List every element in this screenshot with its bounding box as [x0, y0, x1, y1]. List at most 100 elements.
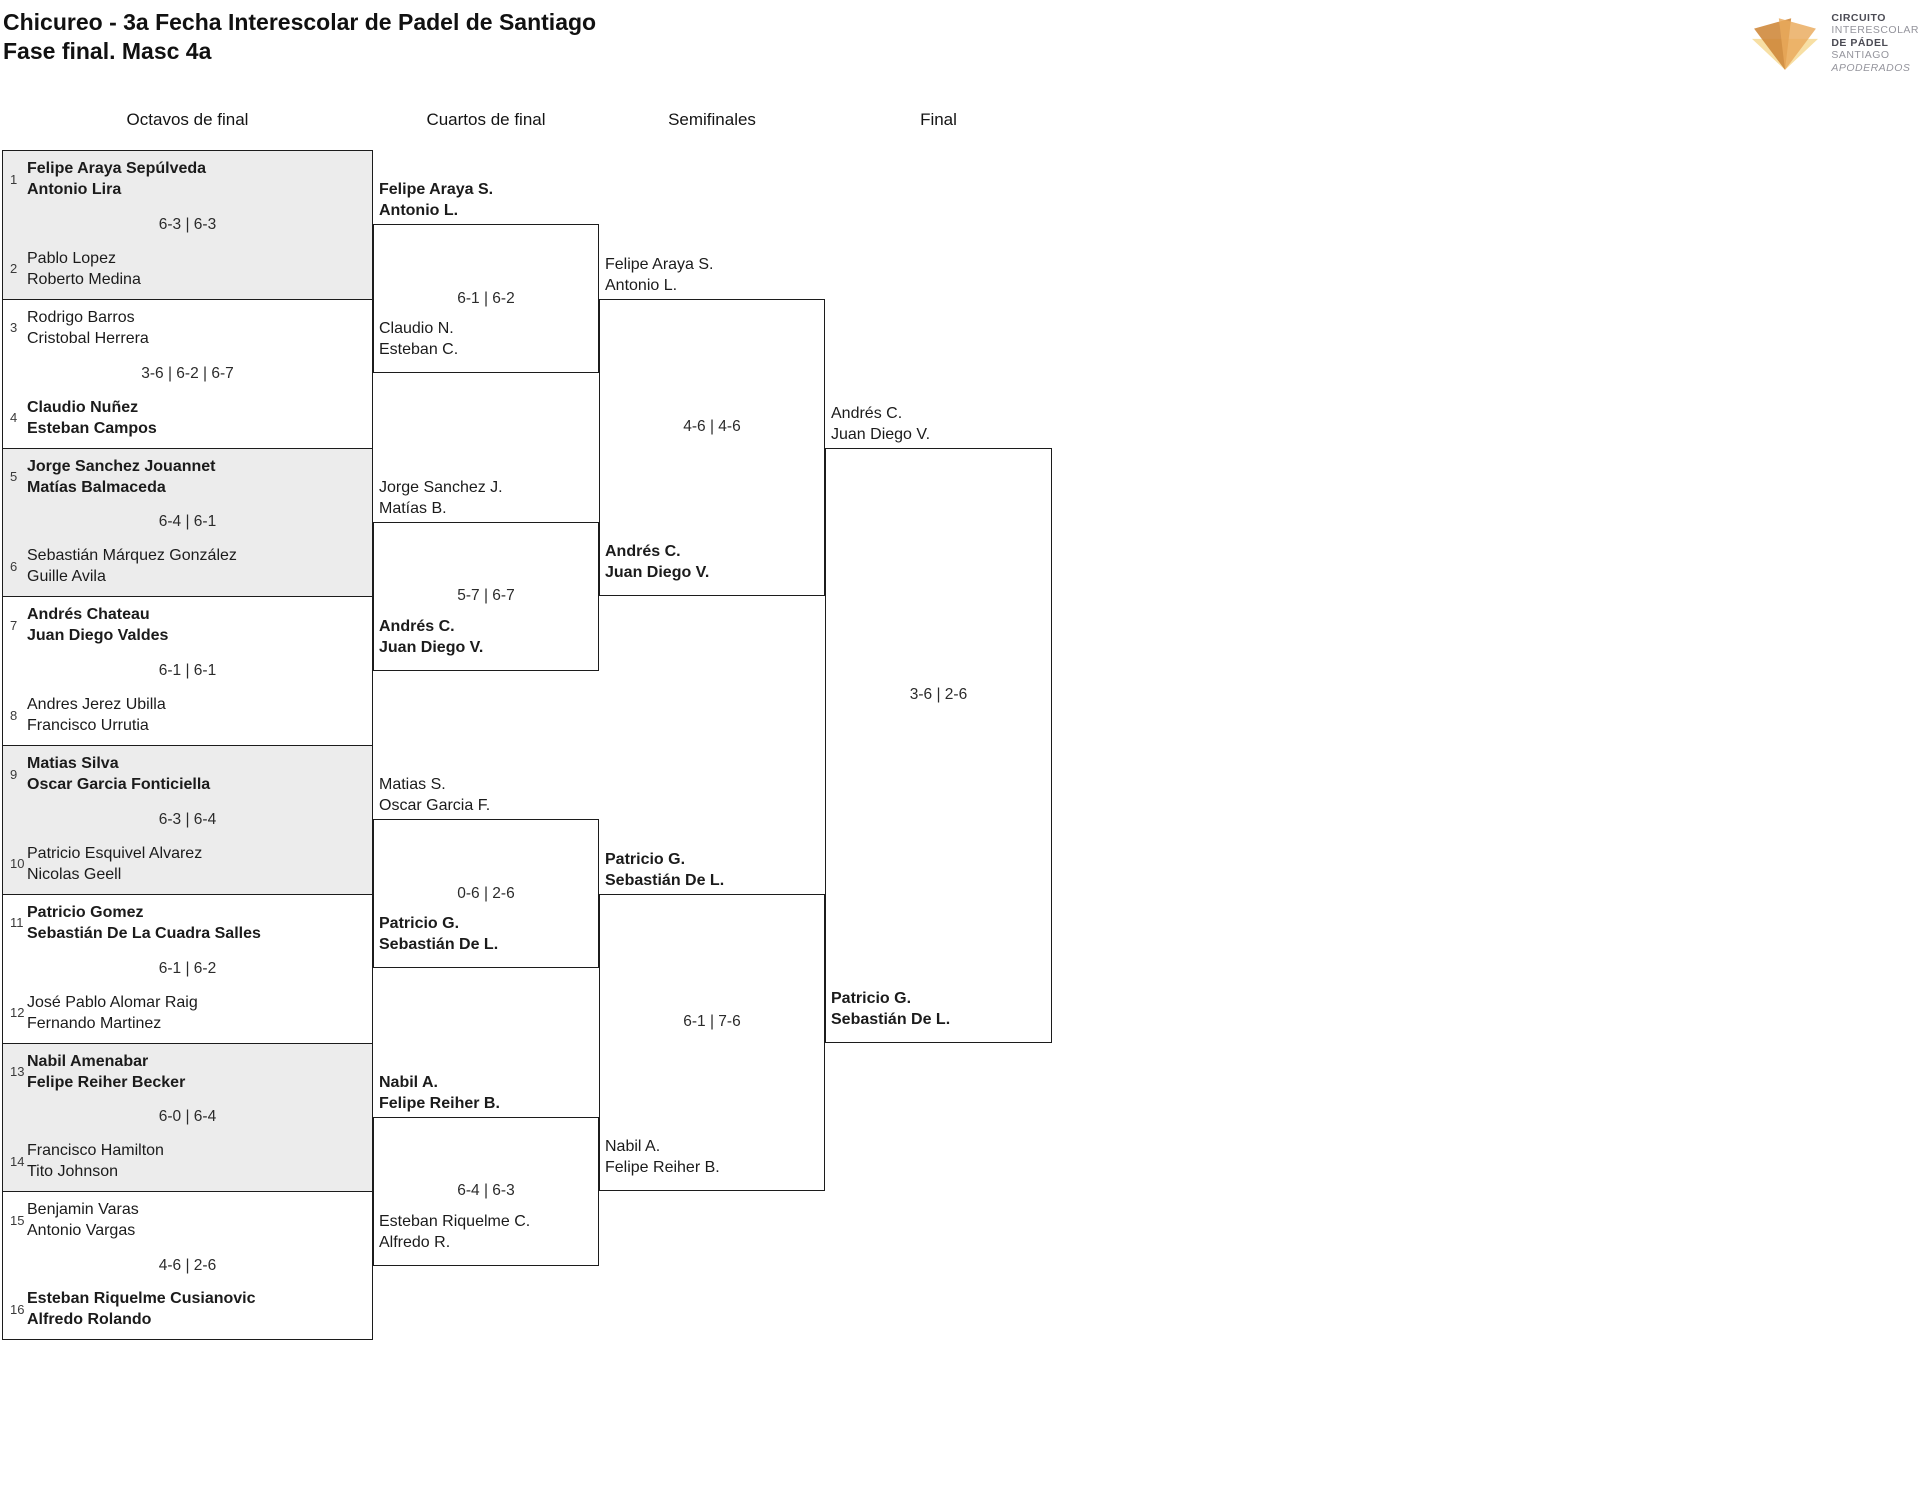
logo-line-interescolar: INTERESCOLAR — [1831, 24, 1919, 37]
team-name-line: Antonio Lira — [27, 181, 122, 198]
team-name-line: Oscar Garcia F. — [379, 797, 491, 815]
match-octavos-5: 9 Matias Silva Oscar Garcia Fonticiella … — [2, 745, 373, 894]
fox-logo-icon — [1752, 18, 1819, 70]
tournament-logo: CIRCUITO INTERESCOLAR DE PÁDEL SANTIAGO … — [1752, 12, 1919, 74]
team-slot: 4 Claudio Nuñez Esteban Campos — [3, 397, 372, 439]
team-name-line: Patricio Gomez — [27, 903, 144, 921]
match-score: 4-6 | 2-6 — [158, 1256, 217, 1274]
team-name-line: Sebastián De L. — [605, 871, 725, 889]
team-name-line: Matías B. — [379, 499, 447, 517]
team-name-line: Sebastián De L. — [831, 1010, 951, 1028]
team-names: José Pablo Alomar Raig Fernando Martinez — [27, 992, 198, 1034]
team-names: Francisco Hamilton Tito Johnson — [27, 1140, 164, 1182]
team-name-line: Jorge Sanchez J. — [379, 478, 503, 496]
logo-line-circuito: CIRCUITO — [1831, 12, 1886, 24]
seed-number: 4 — [10, 410, 18, 425]
team-name-line: Francisco Urrutia — [27, 717, 149, 734]
team-label-bottom: Esteban Riquelme C. Alfredo R. — [379, 1211, 530, 1253]
team-names: Sebastián Márquez González Guille Avila — [27, 545, 237, 587]
team-label-top: Patricio G. Sebastián De L. — [605, 849, 724, 891]
match-octavos-3: 5 Jorge Sanchez Jouannet Matías Balmaced… — [2, 447, 373, 597]
team-name-line: Sebastián Márquez González — [27, 547, 237, 565]
team-name-line: Alfredo Rolando — [27, 1311, 152, 1328]
team-name-line: Andrés C. — [831, 404, 903, 422]
team-slot: 8 Andres Jerez Ubilla Francisco Urrutia — [3, 694, 372, 736]
team-names: Jorge Sanchez Jouannet Matías Balmaceda — [27, 456, 216, 498]
seed-number: 7 — [10, 617, 18, 633]
team-name-line: Benjamin Varas — [27, 1201, 139, 1219]
team-slot: 14 Francisco Hamilton Tito Johnson — [3, 1140, 372, 1182]
team-names: Benjamin Varas Antonio Vargas — [27, 1199, 139, 1241]
team-name-line: Fernando Martinez — [27, 1014, 162, 1032]
round-header-cuartos: Cuartos de final — [426, 110, 546, 129]
seed-number: 10 — [10, 856, 25, 872]
match-octavos-4: 7 Andrés Chateau Juan Diego Valdes 6-1 |… — [2, 596, 373, 745]
team-name-line: Alfredo R. — [379, 1233, 451, 1251]
match-score: 3-6 | 6-2 | 6-7 — [141, 364, 234, 382]
team-slot: 10 Patricio Esquivel Alvarez Nicolas Gee… — [3, 843, 372, 885]
team-names: Esteban Riquelme Cusianovic Alfredo Rola… — [27, 1288, 256, 1330]
team-label-bottom: Claudio N. Esteban C. — [379, 318, 458, 360]
team-name-line: Pablo Lopez — [27, 249, 116, 267]
team-slot: 9 Matias Silva Oscar Garcia Fonticiella — [3, 753, 372, 795]
match-cuartos-4: Nabil A. Felipe Reiher B. 6-4 | 6-3 Este… — [373, 1074, 599, 1266]
team-name-line: Felipe Araya Sepúlveda — [27, 160, 207, 177]
team-label-bottom: Andrés C. Juan Diego V. — [379, 616, 483, 658]
match-score: 6-4 | 6-3 — [457, 1182, 515, 1200]
team-name-line: Patricio Esquivel Alvarez — [27, 844, 203, 862]
team-name-line: Felipe Reiher B. — [379, 1094, 500, 1112]
team-name-line: Matias S. — [379, 776, 446, 794]
seed-number: 3 — [10, 320, 18, 336]
seed-number: 8 — [10, 707, 18, 723]
team-name-line: Andrés Chateau — [27, 606, 150, 624]
match-cuartos-1: Felipe Araya S. Antonio L. 6-1 | 6-2 Cla… — [373, 181, 599, 374]
team-names: Pablo Lopez Roberto Medina — [27, 248, 141, 290]
match-score: 6-3 | 6-3 — [158, 215, 217, 233]
team-slot: 6 Sebastián Márquez González Guille Avil… — [3, 545, 372, 587]
team-name-line: Patricio G. — [831, 989, 912, 1007]
team-names: Andres Jerez Ubilla Francisco Urrutia — [27, 694, 166, 736]
team-name-line: Felipe Araya S. — [605, 255, 714, 273]
team-name-line: Nicolas Geell — [27, 865, 122, 883]
team-name-line: Antonio L. — [379, 202, 459, 220]
seed-number: 13 — [10, 1064, 25, 1079]
team-label-bottom: Andrés C. Juan Diego V. — [605, 541, 709, 583]
team-name-line: Juan Diego V. — [605, 564, 710, 582]
team-name-line: Rodrigo Barros — [27, 308, 135, 326]
page-title-line1: Chicureo - 3a Fecha Interescolar de Pade… — [3, 9, 597, 35]
team-name-line: Felipe Araya S. — [379, 181, 494, 199]
team-name-line: Esteban Riquelme Cusianovic — [27, 1290, 256, 1307]
team-names: Rodrigo Barros Cristobal Herrera — [27, 307, 149, 349]
logo-wordmark: CIRCUITO INTERESCOLAR DE PÁDEL SANTIAGO … — [1831, 12, 1919, 74]
team-slot: 5 Jorge Sanchez Jouannet Matías Balmaced… — [3, 456, 372, 498]
seed-number: 9 — [10, 766, 18, 782]
round-header-octavos: Octavos de final — [126, 110, 249, 129]
team-names: Andrés Chateau Juan Diego Valdes — [27, 604, 168, 646]
match-octavos-1: 1 Felipe Araya Sepúlveda Antonio Lira 6-… — [2, 150, 373, 299]
team-name-line: Jorge Sanchez Jouannet — [27, 457, 216, 475]
match-cuartos-3: Matias S. Oscar Garcia F. 0-6 | 2-6 Patr… — [373, 776, 599, 969]
round-header-semifinales: Semifinales — [668, 110, 756, 129]
match-semifinal-2: Patricio G. Sebastián De L. 6-1 | 7-6 Na… — [599, 851, 825, 1192]
match-final: Andrés C. Juan Diego V. 3-6 | 2-6 Patric… — [825, 405, 1052, 1043]
seed-number: 2 — [10, 261, 18, 277]
team-name-line: Juan Diego Valdes — [27, 627, 169, 645]
team-name-line: Felipe Reiher B. — [605, 1159, 720, 1177]
match-score: 6-1 | 6-2 — [457, 289, 515, 307]
team-name-line: Patricio G. — [605, 850, 686, 868]
team-label-top: Felipe Araya S. Antonio L. — [605, 254, 714, 296]
logo-line-santiago: SANTIAGO — [1831, 49, 1890, 62]
team-slot: 16 Esteban Riquelme Cusianovic Alfredo R… — [3, 1288, 372, 1330]
team-name-line: Matias Silva — [27, 755, 119, 772]
team-name-line: Nabil Amenabar — [27, 1052, 149, 1070]
team-name-line: Tito Johnson — [27, 1163, 119, 1181]
round-header-final: Final — [920, 110, 957, 129]
logo-line-de-padel: DE PÁDEL — [1831, 36, 1889, 49]
team-name-line: Nabil A. — [605, 1138, 661, 1156]
seed-number: 5 — [10, 469, 18, 484]
team-names: Nabil Amenabar Felipe Reiher Becker — [27, 1051, 185, 1093]
team-slot: 11 Patricio Gomez Sebastián De La Cuadra… — [3, 902, 372, 944]
team-names: Patricio Gomez Sebastián De La Cuadra Sa… — [27, 902, 261, 944]
team-name-line: Cristobal Herrera — [27, 329, 149, 347]
match-octavos-7: 13 Nabil Amenabar Felipe Reiher Becker 6… — [2, 1042, 373, 1192]
